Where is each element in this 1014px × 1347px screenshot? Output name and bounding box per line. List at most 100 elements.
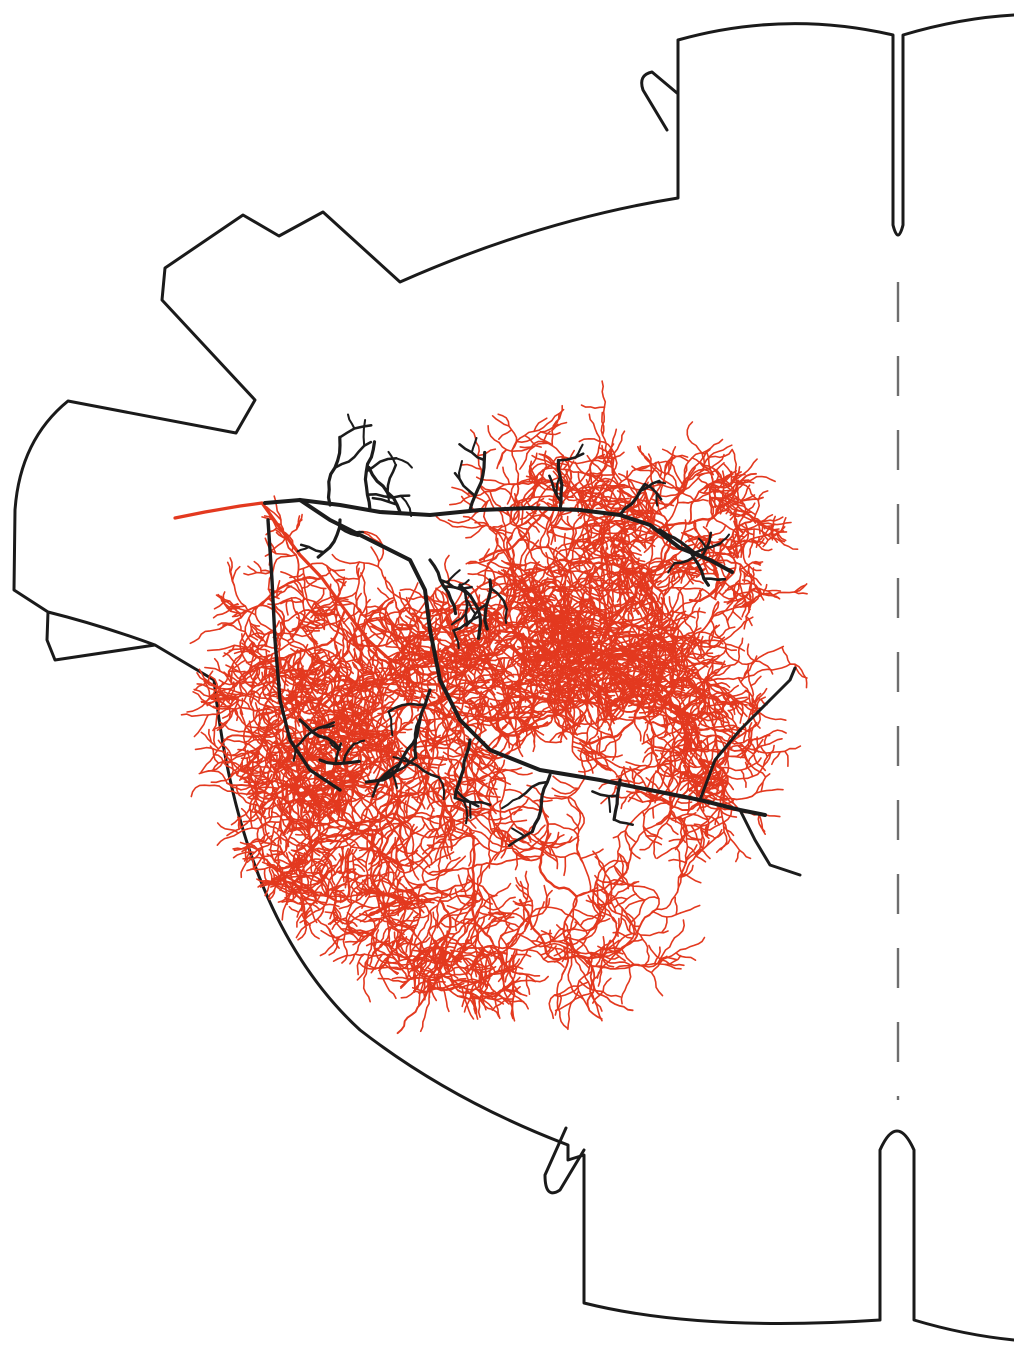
red-vessel-segment <box>767 746 774 762</box>
top-left-stub <box>642 72 677 130</box>
red-vessel-segment <box>447 906 469 910</box>
red-vessel-segment <box>208 708 245 716</box>
red-vessel-segment <box>191 785 219 796</box>
red-vessel-segment <box>214 730 215 746</box>
red-vessel-segment <box>520 974 540 976</box>
red-vessel-segment <box>516 855 518 870</box>
red-vessel-segment <box>354 649 355 660</box>
red-vessel-segment <box>260 769 261 781</box>
red-vessel-segment <box>663 449 689 461</box>
red-vessel-segment <box>649 503 671 504</box>
red-vessel-segment <box>445 556 449 579</box>
red-vessel-segment <box>727 612 733 622</box>
red-vessel-segment <box>250 623 259 626</box>
red-vessel-segment <box>719 627 735 637</box>
red-vessel-segment <box>602 381 605 407</box>
red-vessel-segment <box>747 783 762 798</box>
red-vessel-segment <box>190 629 220 643</box>
red-vessel-segment <box>749 566 761 571</box>
red-vessel-segment <box>344 578 359 579</box>
red-vessel-segment <box>443 988 449 1011</box>
red-vessel-segment <box>218 823 239 833</box>
red-vessel-segment <box>343 641 346 662</box>
red-vessel-segment <box>325 912 336 913</box>
red-branching-tree <box>175 381 807 1033</box>
red-vessel-segment <box>378 588 390 599</box>
red-vessel-segment <box>315 650 329 652</box>
red-vessel-segment <box>331 775 342 776</box>
red-vessel-segment <box>328 827 341 830</box>
red-vessel-segment <box>515 996 529 1009</box>
red-vessel-segment <box>265 869 268 882</box>
red-vessel-segment <box>483 887 497 896</box>
red-vessel-segment <box>740 702 743 723</box>
red-vessel-segment <box>322 569 330 576</box>
red-vessel-segment <box>296 805 298 829</box>
red-vessel-segment <box>568 797 582 814</box>
red-vessel-segment <box>770 517 783 521</box>
red-vessel-segment <box>753 562 763 563</box>
red-vessel-segment <box>291 598 296 613</box>
red-vessel-segment <box>331 638 344 646</box>
red-vessel-segment <box>720 593 735 599</box>
red-vessel-segment <box>785 751 788 766</box>
red-vessel-segment <box>193 692 206 702</box>
red-vessel-segment <box>244 573 257 575</box>
red-vessel-segment <box>517 949 528 966</box>
red-vessel-segment <box>736 850 740 861</box>
red-vessel-segment <box>273 555 296 569</box>
red-vessel-segment <box>340 891 341 902</box>
red-vessel-segment <box>693 580 704 584</box>
red-vessel-segment <box>345 877 346 888</box>
red-vessel-segment <box>274 496 280 515</box>
red-vessel-segment <box>505 1000 524 1001</box>
red-vessel-segment <box>343 847 344 859</box>
red-vessel-segment <box>746 763 753 777</box>
red-vessel-segment <box>593 851 606 872</box>
red-vessel-segment <box>763 647 783 656</box>
red-vessel-segment <box>602 589 606 611</box>
red-vessel-segment <box>768 523 791 525</box>
red-vessel-segment <box>626 762 640 766</box>
red-vessel-segment <box>526 975 529 994</box>
red-vessel-segment <box>380 968 396 998</box>
red-vessel-segment <box>614 880 644 887</box>
red-vessel-segment <box>752 529 754 546</box>
red-vessel-segment <box>740 850 751 858</box>
red-vessel-segment <box>741 545 742 557</box>
red-vessel-segment <box>555 796 577 807</box>
red-vessel-segment <box>675 897 677 914</box>
red-vessel-segment <box>711 646 736 650</box>
red-vessel-segment <box>748 644 755 661</box>
red-vessel-segment <box>687 422 703 458</box>
red-vessel-segment <box>459 684 460 703</box>
red-vessel-segment <box>282 901 287 920</box>
red-vessel-segment <box>640 931 668 936</box>
red-vessel-segment <box>675 920 685 938</box>
red-vessel-segment <box>437 866 440 893</box>
red-vessel-segment <box>688 799 690 814</box>
red-vessel-segment <box>734 617 753 632</box>
red-vessel-segment <box>564 857 565 875</box>
red-vessel-segment <box>182 714 209 716</box>
red-vessel-segment <box>782 648 790 664</box>
red-vessel-segment <box>557 975 568 1029</box>
red-vessel-segment <box>772 752 780 765</box>
red-vessel-segment <box>549 995 554 1018</box>
red-vessel-segment <box>617 836 619 862</box>
red-vessel-segment <box>525 872 528 890</box>
red-vessel-segment <box>666 823 678 834</box>
red-vessel-segment <box>269 672 270 685</box>
red-vessel-segment <box>187 698 209 712</box>
red-vessel-segment <box>644 808 653 816</box>
red-vessel-segment <box>621 797 626 808</box>
red-vessel-segment <box>765 730 786 736</box>
red-vessel-segment <box>574 812 581 830</box>
red-vessel-segment <box>582 405 605 408</box>
red-vessel-segment <box>422 864 435 890</box>
red-vessel-segment <box>241 699 245 722</box>
red-vessel-segment <box>768 591 780 592</box>
red-vessel-segment <box>728 834 739 850</box>
red-vessel-segment <box>372 600 393 614</box>
red-vessel-segment <box>231 756 233 776</box>
